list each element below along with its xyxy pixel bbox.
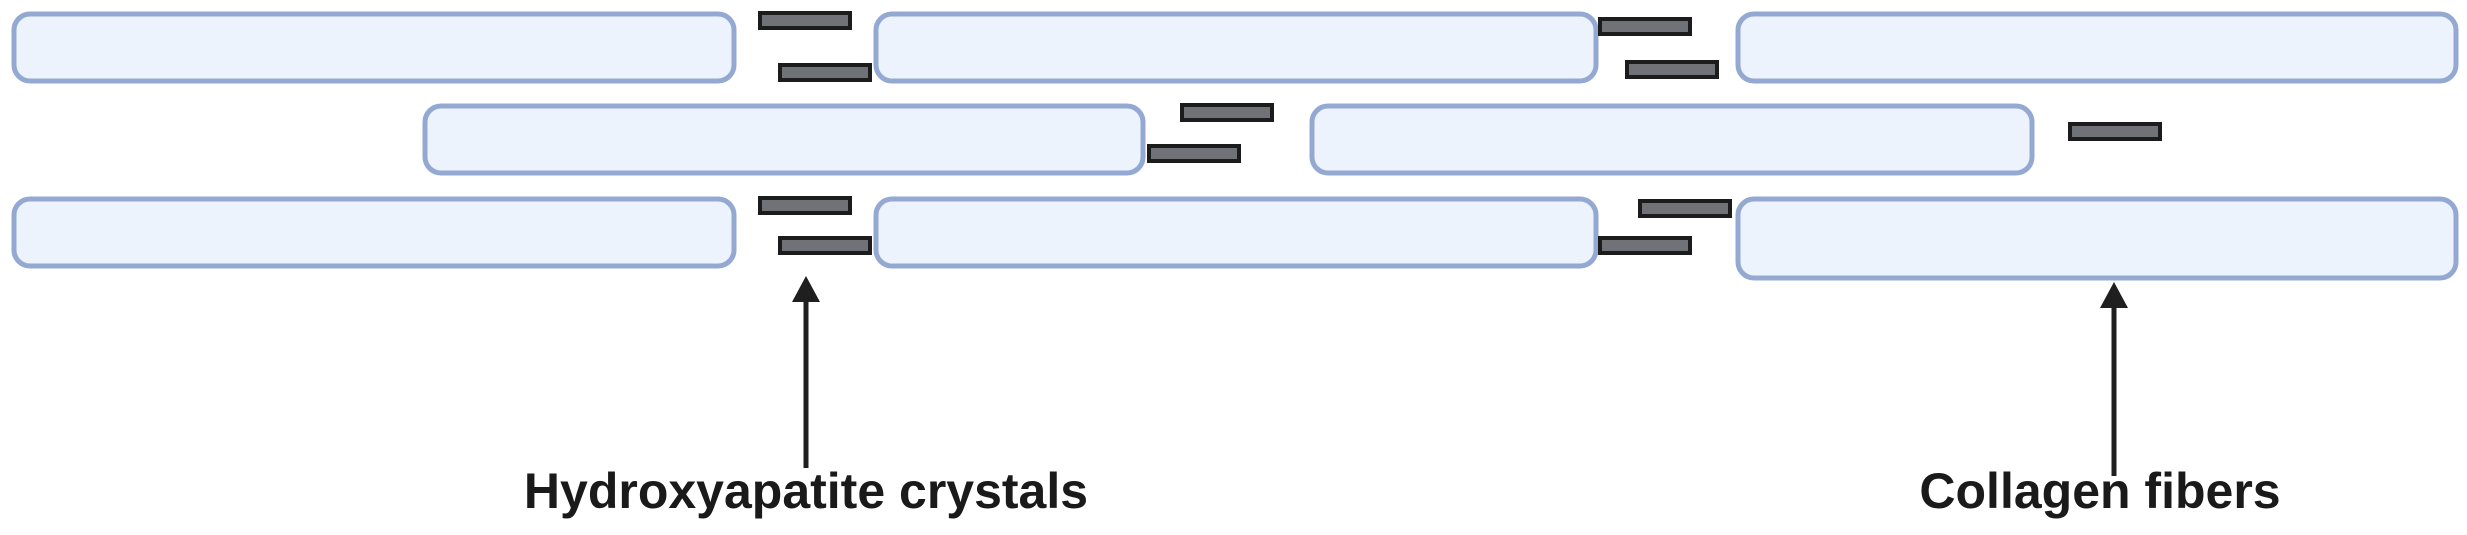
collagen-fiber — [422, 103, 1146, 176]
hydroxyapatite-crystal — [1180, 103, 1274, 122]
collagen-fiber — [11, 11, 737, 84]
hydroxyapatite-crystal — [1598, 17, 1692, 36]
collagen-fiber — [873, 196, 1599, 269]
hydroxyapatite-crystal — [1638, 199, 1732, 218]
fibers-label: Collagen fibers — [1919, 463, 2280, 519]
hydroxyapatite-crystal — [1625, 60, 1719, 79]
hydroxyapatite-crystal — [1598, 236, 1692, 255]
fibers-arrow-head — [2100, 282, 2128, 308]
hydroxyapatite-crystal — [778, 63, 872, 82]
hydroxyapatite-crystal — [778, 236, 872, 255]
hydroxyapatite-crystal — [1147, 144, 1241, 163]
crystals-arrow-head — [792, 276, 820, 302]
collagen-fiber — [1735, 196, 2459, 281]
hydroxyapatite-crystal — [758, 196, 852, 215]
crystals-label: Hydroxyapatite crystals — [524, 463, 1088, 519]
hydroxyapatite-crystal — [2068, 122, 2162, 141]
collagen-fiber — [1309, 103, 2035, 176]
collagen-fiber — [1735, 11, 2459, 84]
collagen-fiber — [873, 11, 1599, 84]
collagen-fiber — [11, 196, 737, 269]
hydroxyapatite-crystal — [758, 11, 852, 30]
